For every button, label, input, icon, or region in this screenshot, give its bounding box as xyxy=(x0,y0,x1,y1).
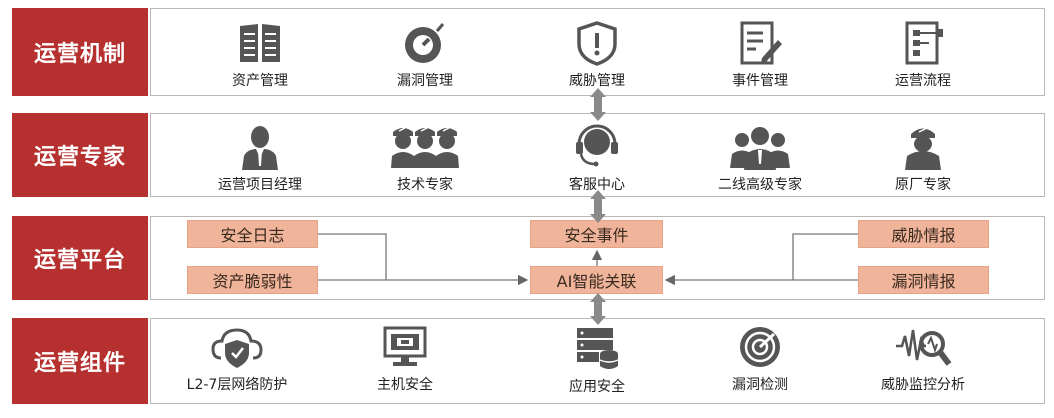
manager-icon xyxy=(242,126,278,170)
monitor-icon xyxy=(383,326,427,366)
components-label-network: L2-7层网络防护 xyxy=(186,377,288,393)
box-security-log: 安全日志 xyxy=(187,220,318,248)
row-label-experts: 运营专家 xyxy=(12,113,148,197)
bomb-icon xyxy=(405,23,445,63)
mechanism-item-vuln: 漏洞管理 xyxy=(350,20,500,90)
expert-group-icon xyxy=(730,127,790,170)
document-edit-icon xyxy=(740,21,782,65)
experts-label-service: 客服中心 xyxy=(569,177,625,193)
experts-label-vendor: 原厂专家 xyxy=(895,177,951,193)
database-icon xyxy=(577,328,619,369)
mechanism-label-threat: 威胁管理 xyxy=(569,73,625,89)
mechanism-label-process: 运营流程 xyxy=(895,73,951,89)
experts-item-senior: 二线高级专家 xyxy=(685,124,835,194)
mechanism-item-event: 事件管理 xyxy=(685,20,835,90)
components-label-monitor: 威胁监控分析 xyxy=(881,377,965,393)
row-label-mechanism: 运营机制 xyxy=(12,8,148,96)
row-label-components: 运营组件 xyxy=(12,318,148,404)
components-label-host: 主机安全 xyxy=(377,377,433,393)
search-wave-icon xyxy=(896,329,952,366)
engineer-icon xyxy=(905,127,941,170)
experts-label-senior: 二线高级专家 xyxy=(718,177,802,193)
box-vuln-intel: 漏洞情报 xyxy=(858,266,989,294)
shield-alert-icon xyxy=(577,21,617,66)
mechanism-label-vuln: 漏洞管理 xyxy=(397,73,453,89)
mechanism-item-threat: 威胁管理 xyxy=(522,20,672,90)
box-security-event: 安全事件 xyxy=(530,220,663,248)
experts-label-manager: 运营项目经理 xyxy=(218,177,302,193)
mechanism-item-asset: 资产管理 xyxy=(185,20,335,90)
headset-icon xyxy=(576,124,618,167)
experts-item-manager: 运营项目经理 xyxy=(185,124,335,194)
components-item-host: 主机安全 xyxy=(330,324,480,394)
mechanism-label-asset: 资产管理 xyxy=(232,73,288,89)
components-label-vulndetect: 漏洞检测 xyxy=(732,377,788,393)
components-item-monitor: 威胁监控分析 xyxy=(848,324,998,394)
components-item-network: L2-7层网络防护 xyxy=(162,324,312,394)
experts-item-tech: 技术专家 xyxy=(350,124,500,194)
components-label-app: 应用安全 xyxy=(569,379,625,395)
box-ai-correlation: AI智能关联 xyxy=(530,266,663,294)
experts-label-tech: 技术专家 xyxy=(397,177,453,193)
experts-item-vendor: 原厂专家 xyxy=(848,124,998,194)
cloud-shield-icon xyxy=(211,328,263,368)
radar-icon xyxy=(740,327,780,367)
mechanism-item-process: 运营流程 xyxy=(848,20,998,90)
components-item-vulndetect: 漏洞检测 xyxy=(685,324,835,394)
experts-item-service: 客服中心 xyxy=(522,124,672,194)
book-icon xyxy=(240,24,280,62)
box-asset-vuln: 资产脆弱性 xyxy=(187,266,318,294)
row-label-platform: 运营平台 xyxy=(12,216,148,300)
mechanism-label-event: 事件管理 xyxy=(732,73,788,89)
components-item-app: 应用安全 xyxy=(522,324,672,396)
flowchart-icon xyxy=(905,21,943,65)
tech-team-icon xyxy=(391,127,459,168)
box-threat-intel: 威胁情报 xyxy=(858,220,989,248)
